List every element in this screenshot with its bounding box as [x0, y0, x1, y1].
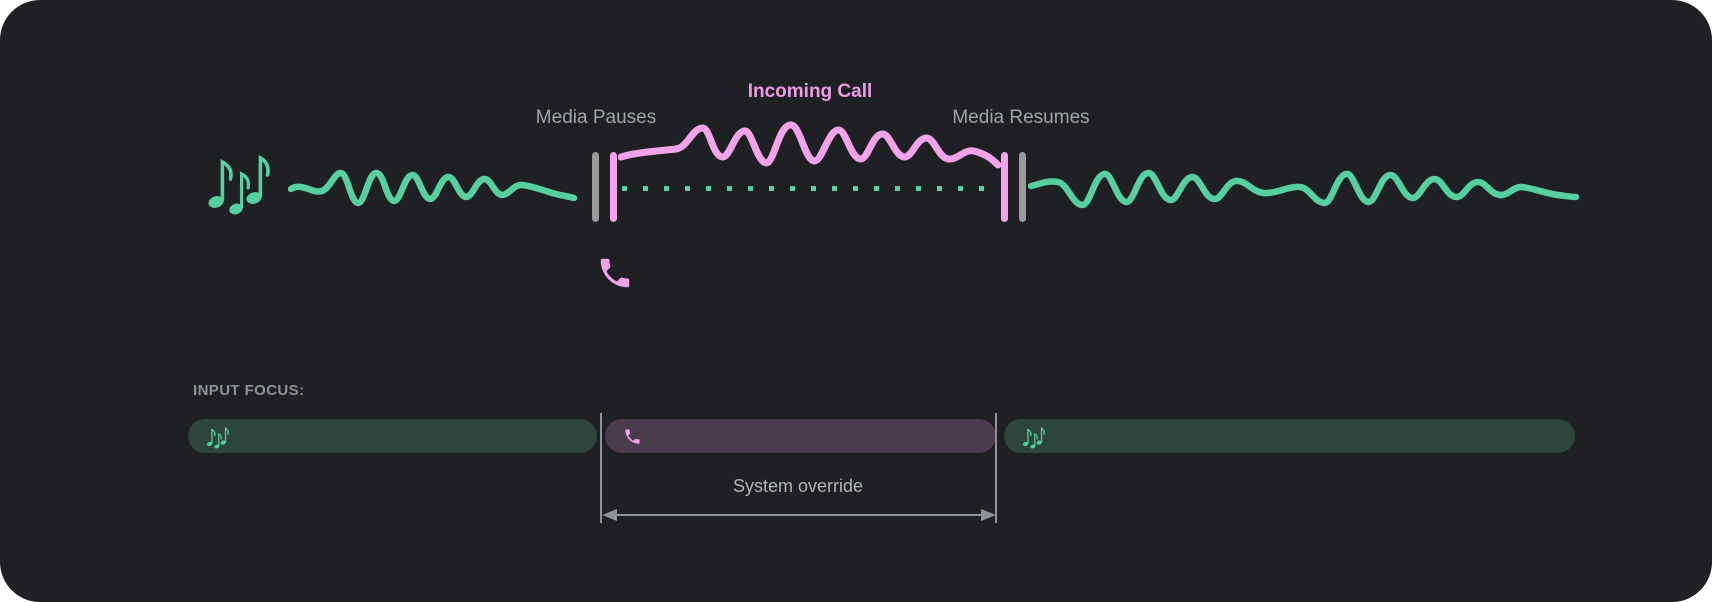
media-resumes-label: Media Resumes	[952, 107, 1090, 128]
media-waveform-left	[288, 169, 578, 207]
phone-icon	[625, 428, 640, 444]
call-end-marker	[1001, 152, 1008, 222]
incoming-call-label: Incoming Call	[747, 81, 873, 102]
media-pause-marker	[592, 152, 599, 222]
media-waveform-right	[1028, 169, 1580, 209]
phone-icon	[600, 258, 630, 288]
system-override-label: System override	[732, 476, 864, 496]
focus-bar-media-after	[1004, 419, 1575, 453]
focus-bar-incoming-call	[605, 419, 996, 453]
call-start-marker	[610, 152, 617, 222]
override-boundary-right	[995, 413, 997, 523]
media-resume-marker	[1019, 152, 1026, 222]
focus-bar-media-before	[188, 419, 597, 453]
arrowhead-right-icon	[981, 509, 996, 521]
override-boundary-left	[600, 413, 602, 523]
arrowhead-left-icon	[602, 509, 617, 521]
system-override-span-arrow	[602, 508, 996, 522]
arrow-shaft	[612, 514, 986, 516]
call-waveform	[618, 121, 1002, 169]
music-notes-icon	[206, 156, 270, 216]
media-pauses-label: Media Pauses	[535, 107, 657, 128]
music-notes-icon	[1022, 427, 1045, 449]
paused-media-dotted-line	[622, 186, 988, 191]
music-notes-icon	[206, 427, 229, 449]
input-focus-heading: INPUT FOCUS:	[193, 382, 305, 399]
